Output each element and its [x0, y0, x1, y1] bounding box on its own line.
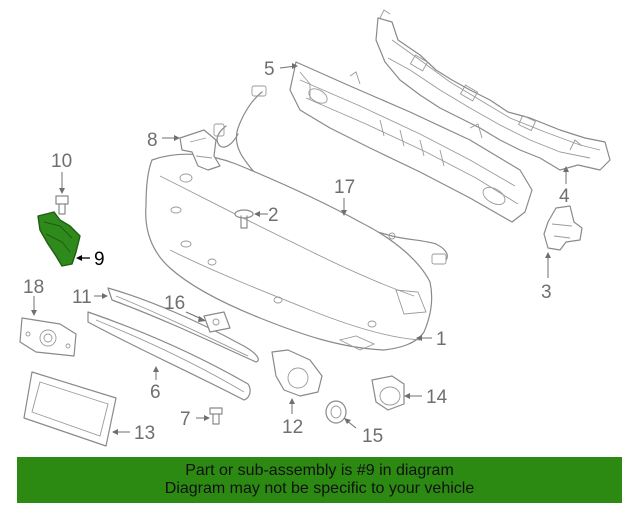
callout-15: 15 [362, 426, 383, 447]
part-10-bolt [55, 195, 69, 215]
callout-labels: 5 8 10 9 17 2 4 3 18 11 16 1 6 7 12 14 1… [23, 59, 570, 447]
callout-4: 4 [559, 186, 570, 207]
callout-16: 16 [164, 293, 185, 314]
part-1-bumper-cover [145, 153, 433, 351]
callout-6: 6 [150, 382, 161, 403]
part-6-lower-grille [87, 311, 251, 401]
part-8-bracket [179, 129, 221, 171]
leader-lines [31, 63, 569, 435]
callout-8: 8 [147, 130, 158, 151]
part-4-reinforcement [375, 9, 611, 171]
callout-5: 5 [264, 59, 275, 80]
info-banner: Part or sub-assembly is #9 in diagram Di… [17, 457, 622, 503]
callout-2: 2 [268, 205, 279, 226]
banner-line-1: Part or sub-assembly is #9 in diagram [185, 462, 454, 479]
callout-12: 12 [282, 417, 303, 438]
part-16-sensor [203, 311, 231, 333]
callout-13: 13 [134, 423, 155, 444]
part-18-housing [19, 317, 77, 357]
part-3-bracket [543, 205, 583, 251]
callout-1: 1 [436, 329, 447, 350]
callout-17: 17 [334, 177, 355, 198]
callout-3: 3 [541, 282, 552, 303]
part-5-impact-bar [289, 61, 533, 223]
part-9-bracket-highlighted [37, 211, 81, 267]
parts-diagram: 5 8 10 9 17 2 4 3 18 11 16 1 6 7 12 14 1… [19, 9, 611, 447]
part-12-bezel [271, 349, 323, 397]
callout-7: 7 [180, 409, 191, 430]
banner-line-2: Diagram may not be specific to your vehi… [164, 480, 475, 497]
callout-18: 18 [23, 277, 44, 298]
callout-10: 10 [51, 151, 72, 172]
callout-11: 11 [72, 287, 92, 308]
callout-9: 9 [94, 249, 105, 270]
part-11-grille-trim [107, 287, 259, 363]
part-7-bolt [209, 407, 223, 425]
part-13-plate-bracket [23, 371, 117, 447]
part-15-ring [325, 400, 347, 424]
part-2-clip [234, 209, 254, 229]
part-14-parking-sensor [371, 375, 405, 411]
callout-14: 14 [426, 387, 448, 408]
